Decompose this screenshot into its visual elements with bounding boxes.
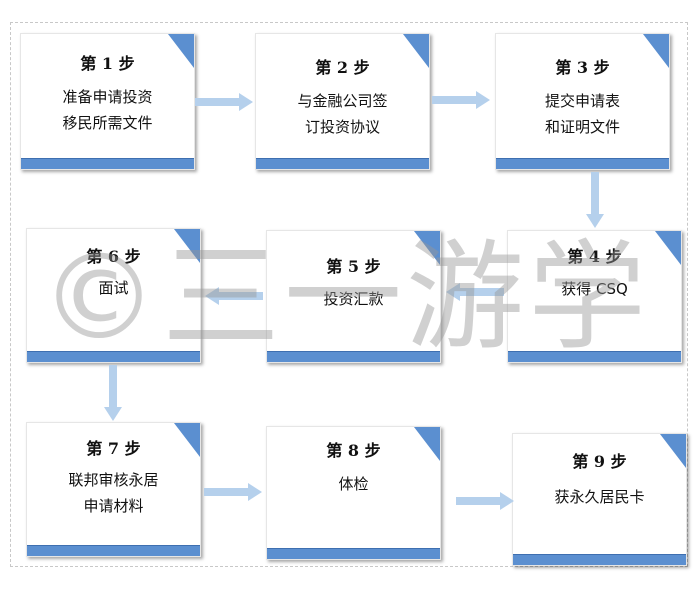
step-6-bar (27, 351, 200, 362)
step-card-5: 第 5 步 投资汇款 (266, 230, 441, 363)
step-7-bar (27, 545, 200, 556)
step-3-text: 提交申请表 和证明文件 (544, 92, 620, 136)
step-8-label: 第 8 步 (326, 441, 381, 460)
step-7-label: 第 7 步 (86, 439, 141, 458)
fold-corner-icon (168, 34, 194, 68)
step-card-9: 第 9 步 获永久居民卡 (512, 433, 687, 566)
arrow-down-icon (586, 172, 604, 228)
step-5-text: 投资汇款 (323, 290, 384, 308)
step-9-bar (513, 554, 686, 565)
arrow-left-icon (446, 283, 504, 301)
step-card-8: 第 8 步 体检 (266, 426, 441, 560)
step-7-text: 联邦审核永居 申请材料 (68, 471, 159, 515)
fold-corner-icon (174, 423, 200, 457)
step-3-label: 第 3 步 (555, 58, 610, 77)
step-9-text: 获永久居民卡 (554, 488, 645, 506)
step-2-bar (256, 158, 429, 169)
step-card-2: 第 2 步 与金融公司签 订投资协议 (255, 33, 430, 170)
fold-corner-icon (643, 34, 669, 68)
step-6-text: 面试 (98, 279, 129, 297)
arrow-right-icon (432, 91, 490, 109)
fold-corner-icon (660, 434, 686, 468)
step-3-bar (496, 158, 669, 169)
diagram-frame (10, 22, 688, 567)
step-1-text: 准备申请投资 移民所需文件 (62, 88, 153, 132)
arrow-down-icon (104, 365, 122, 421)
step-4-label: 第 4 步 (567, 247, 622, 266)
step-2-text: 与金融公司签 订投资协议 (297, 92, 388, 136)
step-9-label: 第 9 步 (572, 452, 627, 471)
step-1-bar (21, 158, 194, 169)
step-card-3: 第 3 步 提交申请表 和证明文件 (495, 33, 670, 170)
step-card-6: 第 6 步 面试 (26, 228, 201, 363)
step-4-text: 获得 CSQ (561, 280, 628, 298)
fold-corner-icon (414, 231, 440, 265)
arrow-right-icon (204, 483, 262, 501)
arrow-right-icon (195, 93, 253, 111)
step-5-label: 第 5 步 (326, 257, 381, 276)
step-8-bar (267, 548, 440, 559)
step-4-bar (508, 351, 681, 362)
step-card-1: 第 1 步 准备申请投资 移民所需文件 (20, 33, 195, 170)
step-card-4: 第 4 步 获得 CSQ (507, 230, 682, 363)
fold-corner-icon (414, 427, 440, 461)
step-1-label: 第 1 步 (80, 54, 135, 73)
step-5-bar (267, 351, 440, 362)
fold-corner-icon (655, 231, 681, 265)
step-2-label: 第 2 步 (315, 58, 370, 77)
step-6-label: 第 6 步 (86, 247, 141, 266)
step-8-text: 体检 (338, 475, 369, 493)
fold-corner-icon (403, 34, 429, 68)
arrow-left-icon (205, 287, 263, 305)
arrow-right-icon (456, 492, 514, 510)
step-card-7: 第 7 步 联邦审核永居 申请材料 (26, 422, 201, 557)
fold-corner-icon (174, 229, 200, 263)
